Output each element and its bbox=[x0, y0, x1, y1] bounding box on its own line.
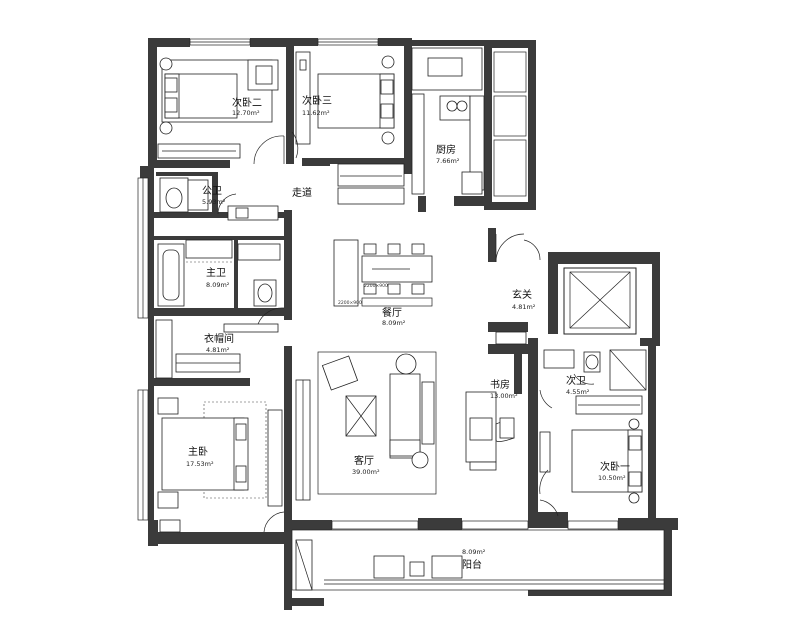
balcony-furniture bbox=[295, 539, 463, 591]
room-label-bedroom2: 次卧二 bbox=[232, 96, 262, 109]
room-area-foyer: 4.81m² bbox=[512, 303, 536, 311]
kitchen-furniture bbox=[411, 47, 485, 195]
room-label-closet: 衣帽间 bbox=[204, 332, 234, 345]
bedroom1-furniture bbox=[571, 395, 643, 504]
foyer-furniture bbox=[495, 233, 541, 345]
bedroom3-furniture bbox=[295, 51, 405, 205]
room-label-balcony: 阳台 bbox=[462, 558, 482, 571]
exterior-walls bbox=[140, 38, 678, 610]
room-area-kitchen: 7.66m² bbox=[436, 157, 460, 165]
room-label-bedroom3: 次卧三 bbox=[302, 94, 332, 107]
room-area-bedroom3: 11.62m² bbox=[302, 109, 330, 117]
room-area-master-bedroom: 17.53m² bbox=[186, 460, 214, 468]
room-label-foyer: 玄关 bbox=[512, 288, 532, 301]
room-area-master-bath: 8.09m² bbox=[206, 281, 230, 289]
room-label-master-bath: 主卫 bbox=[206, 267, 226, 279]
room-area-bedroom1: 10.50m² bbox=[598, 474, 626, 482]
table-dimension: 2200×900 bbox=[364, 283, 388, 289]
interior-walls bbox=[148, 44, 522, 526]
room-label-second-bath: 次卫 bbox=[566, 374, 586, 387]
room-label-public-bath: 公卫 bbox=[202, 186, 222, 197]
dining-zone-dimension: 2200×900 bbox=[338, 300, 362, 306]
room-label-corridor: 走道 bbox=[292, 186, 312, 199]
room-label-dining: 餐厅 bbox=[382, 306, 402, 319]
master-bath-furniture bbox=[157, 239, 281, 307]
bedroom2-furniture bbox=[157, 57, 279, 159]
room-area-closet: 4.81m² bbox=[206, 346, 230, 354]
study-furniture bbox=[465, 391, 551, 473]
room-area-study: 13.00m² bbox=[490, 392, 518, 400]
room-area-bedroom2: 12.70m² bbox=[232, 109, 260, 117]
master-bedroom-furniture bbox=[157, 397, 283, 533]
room-label-master-bedroom: 主卧 bbox=[188, 445, 208, 458]
room-area-second-bath: 4.55m² bbox=[566, 388, 590, 396]
room-area-dining: 8.09m² bbox=[382, 319, 406, 327]
closet-furniture bbox=[155, 319, 279, 379]
room-label-kitchen: 厨房 bbox=[436, 143, 456, 156]
room-label-living: 客厅 bbox=[354, 454, 374, 467]
living-furniture bbox=[295, 351, 437, 501]
room-label-bedroom1: 次卧一 bbox=[600, 460, 630, 473]
elevator bbox=[563, 267, 637, 335]
room-label-study: 书房 bbox=[490, 378, 510, 391]
room-area-living: 39.00m² bbox=[352, 468, 380, 476]
doors bbox=[217, 131, 595, 533]
dining-furniture bbox=[333, 239, 433, 307]
room-labels: 次卧二 12.70m² 次卧三 11.62m² 厨房 7.66m² 走道 公卫 … bbox=[186, 94, 630, 571]
second-bath-furniture bbox=[543, 349, 647, 391]
room-area-balcony: 8.09m² bbox=[462, 548, 486, 556]
room-area-public-bath: 5.93m² bbox=[202, 198, 226, 206]
public-bath-furniture bbox=[159, 177, 279, 221]
windows bbox=[137, 38, 619, 530]
